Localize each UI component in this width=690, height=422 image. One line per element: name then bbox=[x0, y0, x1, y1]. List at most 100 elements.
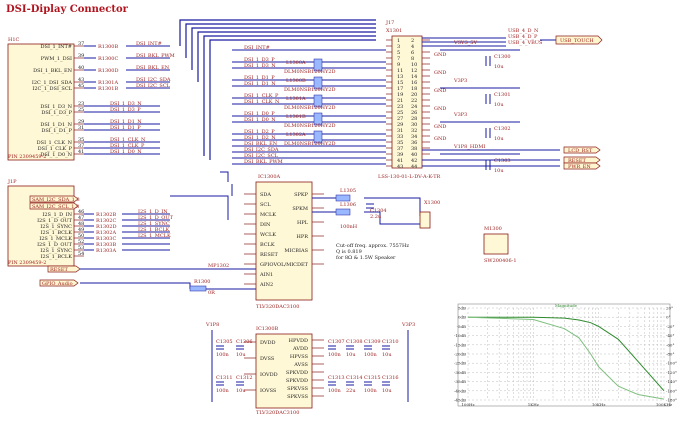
j1p-pin-name: I2S_1_SYNC bbox=[40, 248, 72, 254]
j1p-pin-num: 54 bbox=[78, 251, 84, 257]
h1c-pin-num: 39 bbox=[78, 53, 84, 59]
j17-pin-num: 26 bbox=[411, 110, 417, 116]
rail-cap-val: 10u bbox=[494, 168, 504, 174]
j17-pin-num: 21 bbox=[397, 98, 403, 104]
r1300-ref: R1300 bbox=[194, 279, 211, 285]
j17-pin-num: 29 bbox=[397, 122, 403, 128]
codec-a-ref: IC1300A bbox=[258, 174, 281, 180]
j17-pin-num: 28 bbox=[411, 116, 417, 122]
codec-b-left-label: DVDD bbox=[260, 340, 276, 346]
j1p-pin-res: R1302A bbox=[96, 230, 116, 236]
codec-a-left-label: MCLK bbox=[260, 212, 276, 218]
gnd-label: GND bbox=[434, 52, 446, 58]
note-line-1: Cut-off freq. approx. 7557Hz bbox=[336, 243, 409, 249]
j1p-pin-num: 52 bbox=[78, 239, 84, 245]
cap-ref: C1315 bbox=[364, 375, 381, 381]
j17-pin-num: 34 bbox=[411, 134, 417, 140]
rail-cap-ref: C1302 bbox=[494, 126, 511, 132]
choke-body bbox=[313, 130, 323, 144]
j1p-pin-num: 53 bbox=[78, 245, 84, 251]
codec-a-right-label: MICBIAS bbox=[284, 248, 308, 254]
h1c-pin-num: 43 bbox=[78, 77, 84, 83]
j17-pin-num: 33 bbox=[397, 134, 403, 140]
c1304-val: 2.2u bbox=[370, 214, 382, 220]
gnd-label: GND bbox=[434, 88, 446, 94]
h1c-pin-net: DSI_1_D0_N bbox=[110, 149, 142, 155]
j17-pin-num: 5 bbox=[397, 50, 400, 56]
j17-pin-num: 35 bbox=[397, 140, 403, 146]
rail-cap-val: 10u bbox=[494, 64, 504, 70]
filter-l1306-ref: L1306 bbox=[340, 202, 356, 208]
h1c-pin-net: DSI_1_D1_N bbox=[110, 119, 142, 125]
cap-ref: C1309 bbox=[364, 339, 381, 345]
cap-ref: C1316 bbox=[382, 375, 399, 381]
cap-val: 100n bbox=[328, 388, 342, 394]
chart-y-left-tick: -20dB bbox=[454, 352, 466, 357]
bus-wire-7 bbox=[220, 171, 229, 182]
chart-y-right-tick: -160° bbox=[666, 388, 677, 393]
h1c-pin-name: DSI_1_INT# bbox=[41, 44, 72, 50]
choke-part: DLM0NSB120HY2D bbox=[284, 69, 336, 75]
small-ports: SAM_I2C_SDA_1.8 SAM_I2C_SCL_1.8 RESET GP… bbox=[29, 195, 81, 287]
h1c-pin-net: DSI_BKL_EN bbox=[136, 65, 170, 71]
bus-wire-6 bbox=[209, 39, 376, 160]
h1c-pin-num: 45 bbox=[78, 83, 84, 89]
choke-ref: L1300B bbox=[286, 78, 306, 84]
codec-a: IC1300A TLV320DAC3100 SDASCLMCLKDINWCLKB… bbox=[244, 174, 324, 310]
j17-pin-num: 18 bbox=[411, 86, 417, 92]
filter-l1305-ref: L1305 bbox=[340, 188, 356, 194]
choke-part: DLM0NSB120HY2D bbox=[284, 105, 336, 111]
j17-pin-num: 3 bbox=[397, 44, 400, 50]
j1p-pin-res: R1303C bbox=[96, 236, 116, 242]
rail-label: V3P3 bbox=[453, 78, 467, 84]
codec-b-part: TLV320DAC3100 bbox=[256, 410, 299, 416]
codec-b-ref: IC1300B bbox=[256, 326, 279, 332]
usb-net-3: USB_4_VBUS bbox=[508, 40, 543, 46]
cap-ref: C1313 bbox=[328, 375, 345, 381]
right-net-label: DSI_1_CLK_P bbox=[244, 93, 279, 99]
h1c-pin-num: 35 bbox=[78, 137, 84, 143]
codec-b-left-label: DVSS bbox=[260, 356, 275, 362]
j17-pin-num: 8 bbox=[411, 56, 414, 62]
h1c-body bbox=[7, 43, 75, 161]
chart-y-right-tick: -80° bbox=[666, 352, 674, 357]
port-sam-scl bbox=[29, 202, 79, 210]
filter-l-val: 100nH bbox=[340, 224, 358, 230]
codec-b-right-label: SPKVDD bbox=[286, 378, 308, 384]
codec-b: IC1300B TLV320DAC3100 DVDDDVSSIOVDDIOVSS… bbox=[244, 326, 324, 416]
note-line-2: Q is 0.819 bbox=[336, 249, 362, 255]
h1c-pin-num: 41 bbox=[78, 149, 84, 155]
h1c-pin-net: DSI_1_CLK_P bbox=[110, 143, 145, 149]
sheet-title: DSI-Diplay Connector bbox=[6, 4, 129, 15]
j1p-pin-res: R1303B bbox=[96, 242, 116, 248]
cap-val: 10u bbox=[382, 388, 392, 394]
speaker-wires bbox=[312, 197, 421, 225]
cap-ref: C1306 bbox=[236, 339, 253, 345]
h1c-pin-num: 37 bbox=[78, 143, 84, 149]
rail-label: V3P3 bbox=[453, 112, 467, 118]
h1c-pin-name: DSI_1_D0_N bbox=[40, 152, 72, 158]
chart-y-left-tick: 5dB bbox=[458, 306, 466, 311]
codec-a-left-label: WCLK bbox=[260, 232, 276, 238]
j17-pin-num: 12 bbox=[411, 68, 417, 74]
j17-pin-num: 20 bbox=[411, 92, 417, 98]
j17-pin-num: 1 bbox=[397, 38, 400, 44]
right-net-label: DSI_INT# bbox=[244, 45, 270, 51]
choke-ref: L1302A bbox=[286, 132, 306, 138]
choke-part: DLM0NSB120HY2D bbox=[284, 141, 336, 147]
h1c-pin-net: DSI_1_D1_P bbox=[110, 125, 141, 131]
chart-y-left-tick: -35dB bbox=[454, 379, 466, 384]
chart-y-left-tick: -10dB bbox=[454, 333, 466, 338]
right-net-label: DSI_1_D3_P bbox=[244, 57, 275, 63]
j1p-footer: PIN 2309459-2 bbox=[8, 260, 46, 266]
h1c-pin-net: DSI_1_D3_N bbox=[110, 101, 142, 107]
codec-a-left-label: SCL bbox=[260, 202, 271, 208]
j1p-pin-num: 48 bbox=[78, 221, 84, 227]
codec-a-right-label: SPKM bbox=[292, 206, 308, 212]
m1300-ref: M1300 bbox=[484, 226, 502, 232]
chart-y-right-tick: -20° bbox=[666, 324, 674, 329]
bus-wire-2 bbox=[185, 23, 376, 58]
h1c-pin-num: 25 bbox=[78, 107, 84, 113]
